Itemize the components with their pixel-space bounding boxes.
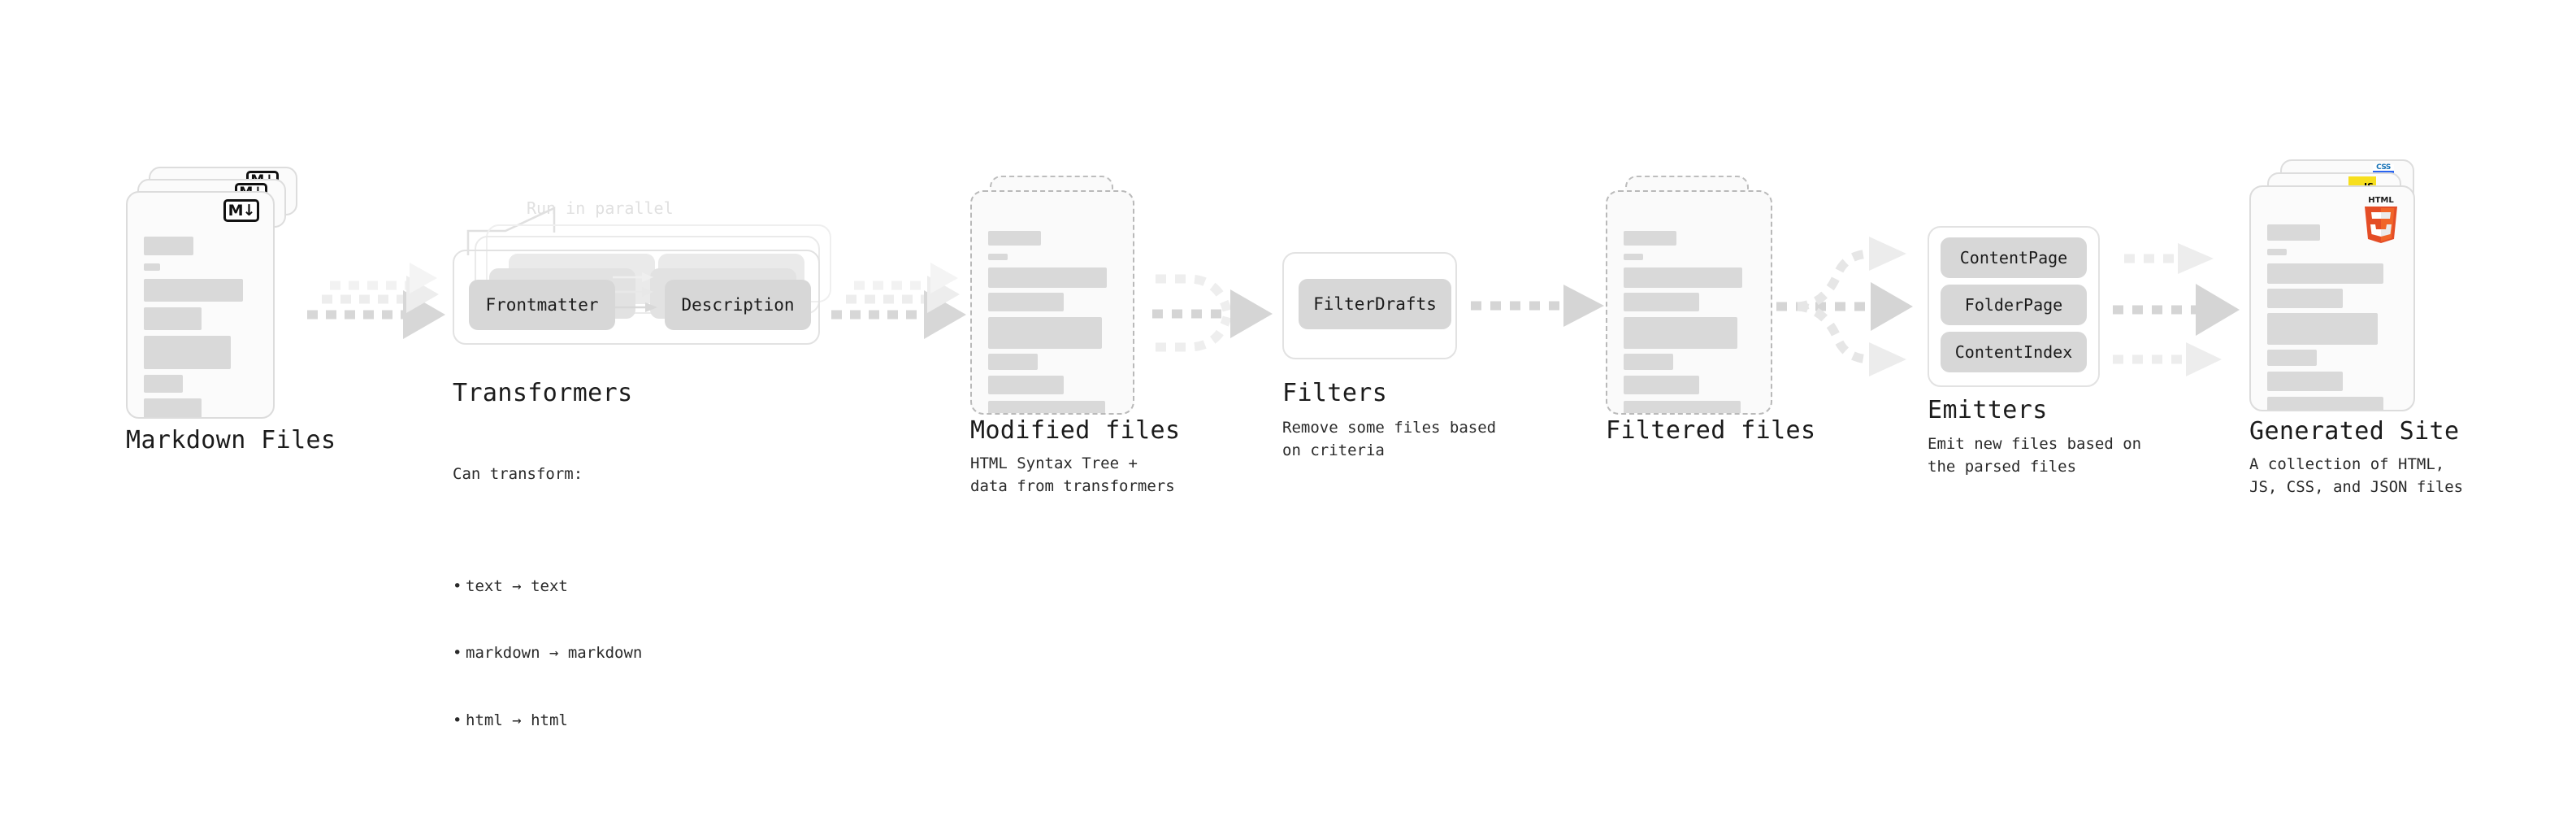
skeleton-line	[144, 237, 193, 255]
skeleton-line	[2267, 224, 2320, 241]
skeleton-line	[144, 375, 183, 393]
transformers-caption: Can transform: text → text markdown → ma…	[453, 419, 642, 822]
skeleton-line	[1624, 376, 1699, 394]
modified-files-document-stack	[970, 176, 1149, 444]
skeleton-line	[1624, 401, 1741, 413]
skeleton-line	[988, 231, 1041, 246]
filtered-files-document-stack	[1606, 176, 1785, 444]
transformers-caption-item: text → text	[466, 576, 642, 598]
skeleton-line	[988, 354, 1038, 370]
transformer-chip-description[interactable]: Description	[665, 280, 811, 330]
arrow-transformers-to-modified	[831, 263, 966, 339]
skeleton-line	[1624, 293, 1699, 311]
arrow-emitters-to-site	[2113, 243, 2240, 376]
emitter-chip-folderpage[interactable]: FolderPage	[1941, 285, 2087, 325]
arrow-modified-to-filters	[1152, 274, 1273, 352]
transformers-caption-heading: Can transform:	[453, 465, 583, 484]
transformer-chip-frontmatter[interactable]: Frontmatter	[469, 280, 615, 330]
emitters-caption: Emit new files based on the parsed files	[1928, 435, 2142, 476]
stage-title-generated-site: Generated Site	[2249, 417, 2460, 446]
emitter-chip-contentpage[interactable]: ContentPage	[1941, 237, 2087, 278]
markdown-files-document-stack: M↓ M↓ M↓	[126, 167, 301, 435]
skeleton-line	[2267, 289, 2343, 308]
transformers-caption-item: markdown → markdown	[466, 642, 642, 665]
skeleton-line	[988, 376, 1064, 394]
svg-text:HTML: HTML	[2368, 196, 2394, 205]
skeleton-line	[2267, 313, 2378, 345]
transformer-internal-arrows	[613, 272, 657, 312]
skeleton-line	[1624, 317, 1737, 349]
skeleton-line	[1624, 354, 1673, 370]
transformers-caption-list: text → text markdown → markdown html → h…	[453, 531, 642, 777]
generated-site-document-stack: CSS JS HTML	[2249, 159, 2436, 436]
arrow-filters-to-filtered	[1471, 285, 1604, 327]
filtered-document-front	[1606, 190, 1772, 415]
skeleton-line	[988, 254, 1008, 260]
skeleton-line	[988, 293, 1064, 311]
stage-title-markdown-files: Markdown Files	[126, 426, 336, 454]
skeleton-line	[1624, 267, 1742, 288]
skeleton-line	[144, 398, 202, 417]
run-in-parallel-label: Run in parallel	[527, 198, 674, 218]
skeleton-line	[2267, 249, 2287, 255]
skeleton-line	[1624, 254, 1643, 260]
filter-chip-filterdrafts[interactable]: FilterDrafts	[1299, 279, 1451, 329]
skeleton-line	[2267, 372, 2343, 391]
skeleton-line	[988, 267, 1107, 288]
diagram-canvas: M↓ M↓ M↓ Markdown Files Run in paral	[0, 0, 2576, 681]
transformers-caption-item: html → html	[466, 710, 642, 733]
run-in-parallel-bracket	[466, 207, 556, 255]
skeleton-line	[2267, 397, 2383, 410]
arrow-markdown-to-transformers	[307, 263, 445, 339]
stage-title-transformers: Transformers	[453, 379, 633, 407]
skeleton-line	[2267, 263, 2383, 284]
skeleton-line	[144, 336, 231, 369]
filters-caption: Remove some files based on criteria	[1282, 419, 1497, 459]
markdown-document-front: M↓	[126, 191, 275, 419]
html5-icon: HTML	[2365, 196, 2397, 243]
arrow-filtered-to-emitters	[1776, 237, 1913, 376]
stage-title-emitters: Emitters	[1928, 396, 2048, 424]
skeleton-line	[988, 401, 1105, 413]
skeleton-line	[144, 279, 243, 302]
skeleton-line	[144, 263, 160, 271]
skeleton-line	[2267, 350, 2317, 366]
generated-site-caption: A collection of HTML, JS, CSS, and JSON …	[2249, 455, 2464, 496]
stage-title-filtered-files: Filtered files	[1606, 416, 1816, 445]
stage-title-modified-files: Modified files	[970, 416, 1181, 445]
stage-title-filters: Filters	[1282, 379, 1388, 407]
skeleton-line	[988, 317, 1102, 349]
site-document-front: HTML	[2249, 185, 2415, 411]
transformers-group-box-front	[453, 250, 820, 345]
modified-files-caption: HTML Syntax Tree + data from transformer…	[970, 454, 1175, 495]
markdown-icon: M↓	[223, 199, 259, 222]
skeleton-line	[144, 307, 202, 330]
modified-document-front	[970, 190, 1134, 415]
emitter-chip-contentindex[interactable]: ContentIndex	[1941, 332, 2087, 372]
skeleton-line	[1624, 231, 1676, 246]
